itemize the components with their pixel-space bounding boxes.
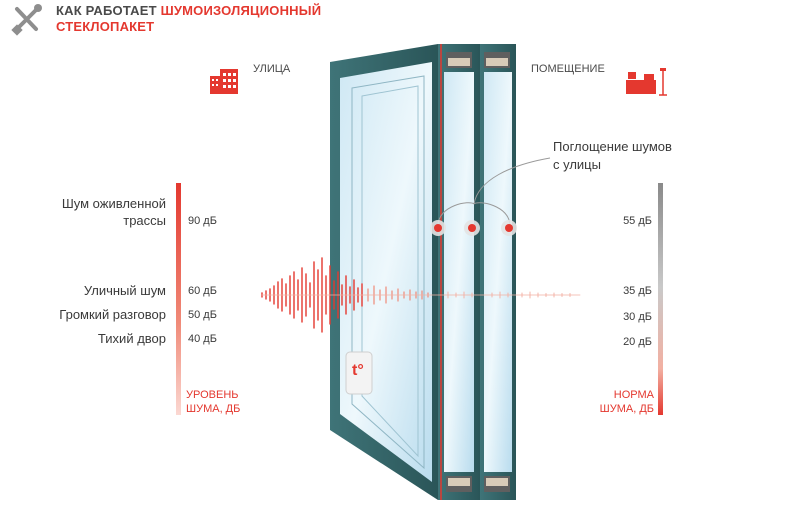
temp-sticker	[345, 351, 373, 395]
sound-wave	[261, 257, 581, 333]
left-value-90: 90 дБ	[188, 215, 217, 227]
absorption-note-line1: Поглощение шумов	[553, 139, 672, 154]
right-value-20: 20 дБ	[623, 336, 652, 348]
left-item-yard: Тихий двор	[97, 331, 166, 346]
left-scale-caption-line1: УРОВЕНЬ	[186, 389, 239, 401]
right-value-55: 55 дБ	[623, 215, 652, 227]
left-scale-caption-line2: ШУМА, ДБ	[186, 403, 241, 415]
absorption-note-line2: с улицы	[553, 157, 601, 172]
inner-pane-glass	[484, 72, 512, 472]
right-scale-caption-line1: НОРМА	[613, 389, 654, 401]
title-part1: КАК РАБОТАЕТ	[56, 3, 157, 18]
furniture-lamp-icon	[624, 64, 668, 98]
absorption-points	[430, 220, 517, 236]
title-part3: СТЕКЛОПАКЕТ	[56, 19, 155, 34]
left-item-traffic-line1: Шум оживленной	[61, 196, 166, 211]
temp-symbol: t°	[352, 362, 364, 379]
right-scale-bar	[658, 183, 663, 415]
building-icon	[208, 66, 240, 96]
tools-cross-icon	[11, 4, 42, 36]
page-title: КАК РАБОТАЕТ ШУМОИЗОЛЯЦИОННЫЙ	[56, 3, 321, 19]
spacer-top	[446, 52, 510, 68]
right-value-30: 30 дБ	[623, 311, 652, 323]
spacer-bottom	[446, 476, 510, 492]
left-value-50: 50 дБ	[188, 309, 217, 321]
left-value-60: 60 дБ	[188, 285, 217, 297]
right-value-35: 35 дБ	[623, 285, 652, 297]
right-scale-caption-line2: ШУМА, ДБ	[599, 403, 654, 415]
left-item-traffic-line2: трассы	[123, 213, 166, 228]
left-value-40: 40 дБ	[188, 333, 217, 345]
title-part2: ШУМОИЗОЛЯЦИОННЫЙ	[160, 3, 322, 18]
left-scale-bar	[176, 183, 181, 415]
street-label: УЛИЦА	[253, 63, 291, 75]
room-label: ПОМЕЩЕНИЕ	[531, 63, 605, 75]
middle-pane-glass	[444, 72, 474, 472]
header-logo	[10, 2, 46, 36]
left-item-talk: Громкий разговор	[59, 307, 166, 322]
left-item-street: Уличный шум	[83, 283, 166, 298]
